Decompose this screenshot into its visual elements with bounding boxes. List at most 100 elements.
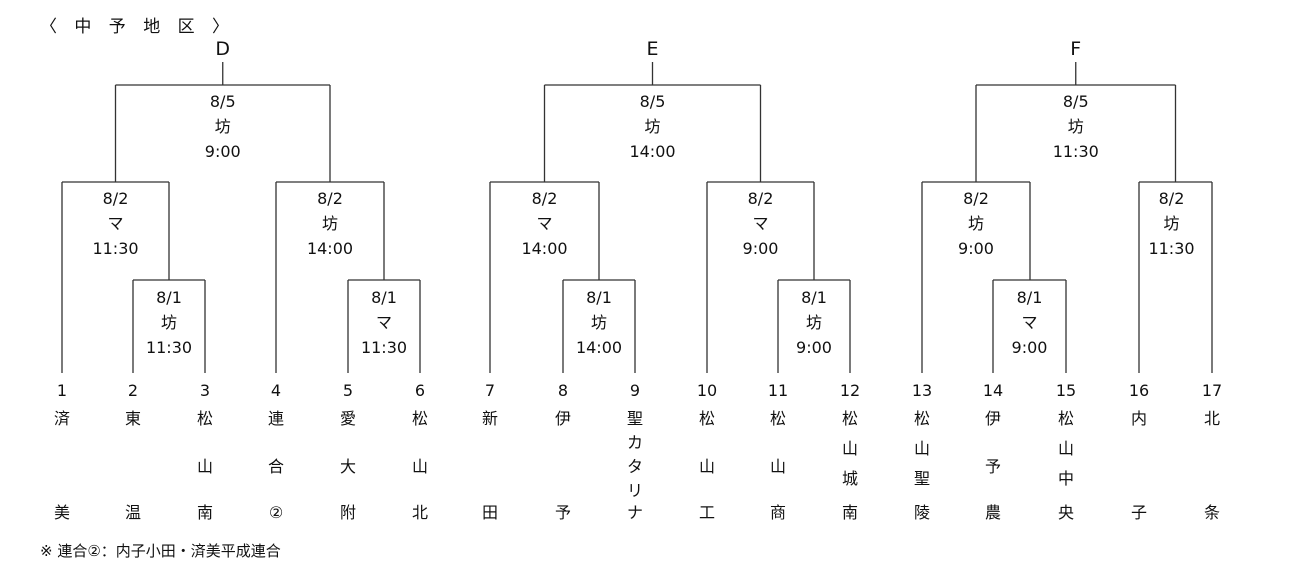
semi-match-date: 8/2 (747, 189, 774, 208)
team-name-char: 予 (554, 503, 572, 522)
team-name-char: 聖 (626, 409, 644, 428)
team-name-char: 伊 (554, 409, 572, 428)
team-name-char: 連 (267, 409, 285, 428)
team-name-char: 農 (984, 503, 1002, 522)
first-round-match-venue: マ (375, 313, 393, 332)
team-name-char: 南 (841, 503, 859, 522)
semi-match-venue: 坊 (967, 214, 985, 233)
final-match-venue: 坊 (1067, 117, 1084, 136)
first-round-match-time: 11:30 (360, 338, 408, 357)
team-name-char: 陵 (913, 503, 931, 522)
team-number: 10 (696, 381, 718, 400)
semi-match-date: 8/2 (317, 189, 343, 208)
team-name-char: 商 (769, 503, 787, 522)
final-match-time: 11:30 (1052, 142, 1099, 161)
team-name-char: 大 (339, 457, 357, 476)
team-number: 1 (56, 381, 68, 400)
team-name-char: 山 (913, 439, 931, 458)
team-number: 13 (911, 381, 933, 400)
first-round-match-date: 8/1 (1016, 288, 1043, 307)
team-name-char: 山 (411, 457, 429, 476)
semi-match-venue: 坊 (1163, 214, 1180, 233)
team-number: 3 (199, 381, 211, 400)
team-name-char: ナ (626, 503, 644, 522)
team-name-char: 松 (698, 409, 716, 428)
semi-match-time: 11:30 (92, 239, 139, 258)
first-round-match-venue: 坊 (590, 313, 608, 332)
region-title: 〈 中 予 地 区 〉 (40, 17, 236, 37)
first-round-match-time: 9:00 (1011, 338, 1048, 357)
team-number: 15 (1055, 381, 1077, 400)
team-number: 8 (557, 381, 569, 400)
first-round-match-venue: 坊 (160, 313, 178, 332)
team-number: 4 (270, 381, 282, 400)
team-name-char: 松 (411, 409, 429, 428)
final-match-venue: 坊 (644, 117, 661, 136)
final-match-time: 14:00 (629, 142, 676, 161)
team-name-char: 条 (1203, 503, 1221, 522)
block-letter: E (646, 38, 659, 60)
team-name-char: 央 (1057, 503, 1075, 522)
semi-match-venue: マ (107, 214, 124, 233)
team-number: 11 (767, 381, 789, 400)
team-name-char: 工 (698, 503, 716, 522)
semi-match-time: 9:00 (742, 239, 779, 258)
team-name-char: 松 (841, 409, 859, 428)
semi-match-venue: マ (752, 214, 769, 233)
team-number: 6 (414, 381, 426, 400)
first-round-match-date: 8/1 (801, 288, 827, 307)
semi-match-date: 8/2 (102, 189, 129, 208)
team-name-char: 美 (53, 503, 71, 522)
team-name-char: 温 (124, 503, 142, 522)
block-letter: F (1070, 38, 1082, 60)
first-round-match-date: 8/1 (586, 288, 612, 307)
team-name-char: 附 (339, 503, 357, 522)
semi-match-date: 8/2 (1158, 189, 1185, 208)
semi-match-time: 11:30 (1148, 239, 1195, 258)
first-round-match-time: 14:00 (575, 338, 623, 357)
team-number: 9 (629, 381, 641, 400)
final-match-date: 8/5 (639, 92, 666, 111)
team-name-char: 北 (411, 503, 429, 522)
semi-match-venue: 坊 (321, 214, 339, 233)
team-number: 12 (839, 381, 861, 400)
final-match-venue: 坊 (214, 117, 231, 136)
team-number: 16 (1128, 381, 1150, 400)
team-name-char: 山 (1057, 439, 1075, 458)
team-number: 14 (982, 381, 1004, 400)
team-name-char: 南 (196, 503, 214, 522)
team-name-char: 新 (481, 409, 499, 428)
team-name-char: 東 (124, 409, 142, 428)
team-name-char: 済 (53, 409, 71, 428)
team-name-char: 山 (769, 457, 787, 476)
final-match-date: 8/5 (209, 92, 236, 111)
team-name-char: 城 (841, 469, 859, 488)
team-number: 5 (342, 381, 354, 400)
team-name-char: 松 (196, 409, 214, 428)
footnote: ※ 連合②：内子小田・済美平成連合 (40, 542, 281, 560)
team-name-char: 松 (913, 409, 931, 428)
team-number: 7 (484, 381, 496, 400)
team-name-char: 松 (769, 409, 787, 428)
first-round-match-time: 11:30 (145, 338, 193, 357)
team-name-char: 山 (196, 457, 214, 476)
team-name-char: 山 (698, 457, 716, 476)
team-name-char: 田 (481, 503, 499, 522)
semi-match-date: 8/2 (963, 189, 989, 208)
team-name-char: 予 (984, 457, 1002, 476)
semi-match-date: 8/2 (531, 189, 558, 208)
team-name-char: 愛 (339, 409, 357, 428)
team-name-char: タ (626, 457, 644, 476)
team-name-char: 内 (1130, 409, 1148, 428)
final-match-date: 8/5 (1062, 92, 1089, 111)
semi-match-time: 14:00 (306, 239, 354, 258)
first-round-match-venue: マ (1021, 313, 1038, 332)
team-name-char: カ (626, 433, 644, 452)
semi-match-time: 14:00 (521, 239, 568, 258)
first-round-match-date: 8/1 (156, 288, 182, 307)
team-name-char: 合 (267, 457, 285, 476)
team-name-char: 山 (841, 439, 859, 458)
team-name-char: 子 (1130, 503, 1148, 522)
team-name-char: 松 (1057, 409, 1075, 428)
